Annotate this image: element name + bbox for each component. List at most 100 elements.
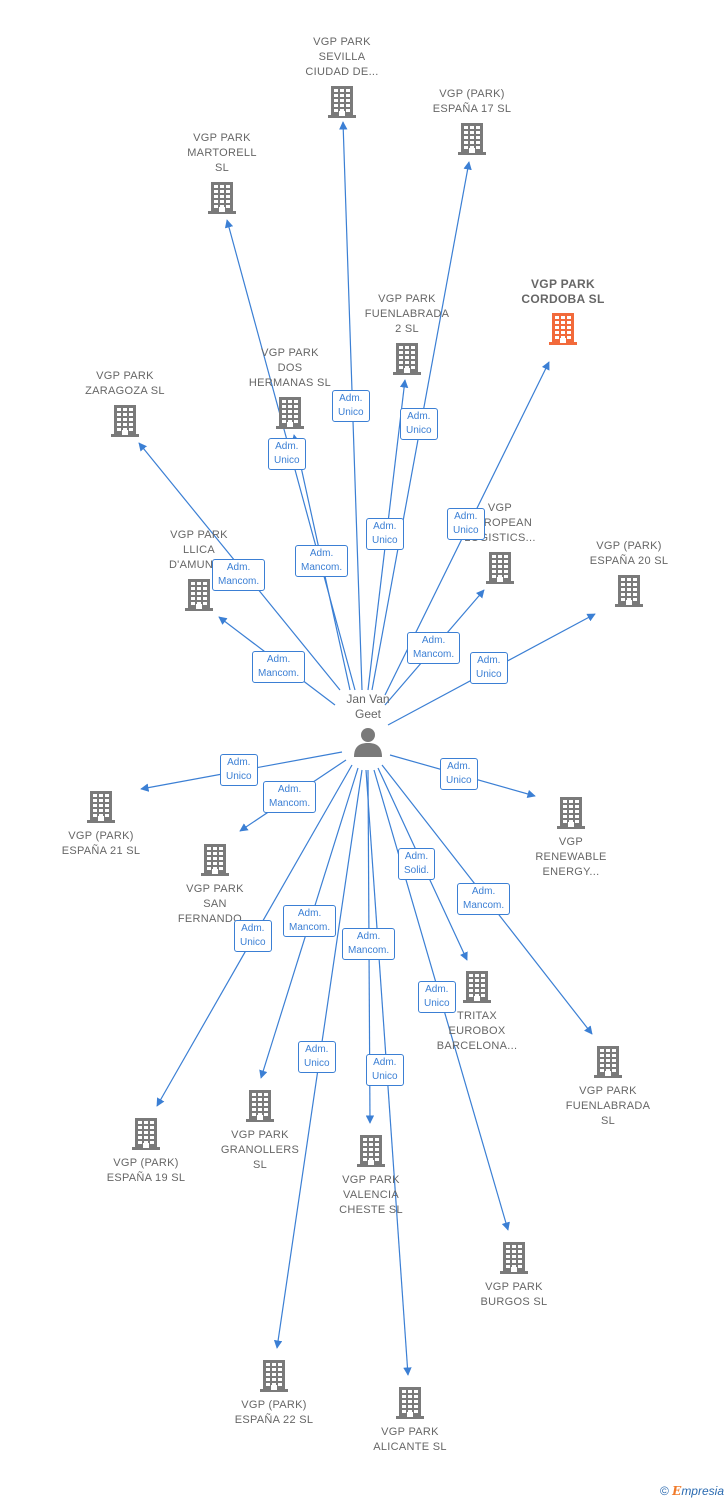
role-label-esp21[interactable]: Adm.Unico — [220, 754, 258, 786]
role-label-sevilla[interactable]: Adm.Unico — [332, 390, 370, 422]
role-label-line: Adm. — [404, 851, 429, 862]
role-label-esp22[interactable]: Adm. Unico — [298, 1041, 336, 1073]
company-name: VGP (PARK) ESPAÑA 17 SL — [407, 87, 537, 117]
role-label-sanfernando[interactable]: Adm. Mancom. — [263, 781, 317, 813]
company-name: VGP (PARK)ESPAÑA 22 SL — [209, 1398, 339, 1428]
role-label-line: Adm. — [425, 984, 449, 995]
building-icon — [185, 579, 213, 611]
company-name-line: VGP PARK — [378, 293, 436, 305]
role-label-line: Adm. — [421, 635, 446, 646]
company-name: VGP (PARK)ESPAÑA 21 SL — [36, 829, 166, 859]
role-label-line: Unico — [453, 525, 479, 536]
company-name: VGP (PARK)ESPAÑA 20 SL — [564, 539, 694, 569]
building-icon — [615, 575, 643, 607]
company-node-esp17[interactable]: VGP (PARK) ESPAÑA 17 SL — [407, 87, 537, 155]
role-label-granollers[interactable]: Adm.Mancom. — [283, 905, 337, 937]
role-label-line: Solid. — [404, 865, 430, 876]
company-name-line: VGP (PARK) — [68, 830, 134, 842]
company-name-line: VGP (PARK) — [113, 1157, 179, 1169]
role-label-fuenlabrada2[interactable]: Adm.Unico — [366, 518, 404, 550]
role-label-line: Unico — [240, 937, 266, 948]
person-name-line2: Geet — [354, 707, 381, 721]
company-name-line: SL — [600, 1115, 616, 1127]
role-label-line: Adm. — [305, 1044, 329, 1055]
building-icon — [357, 1135, 385, 1167]
role-label-dos[interactable]: Adm.Unico — [268, 438, 306, 470]
building-icon — [486, 552, 514, 584]
company-node-esp21[interactable]: VGP (PARK)ESPAÑA 21 SL — [36, 789, 166, 859]
company-name-line: FERNANDO... — [177, 913, 253, 925]
role-label-esp19[interactable]: Adm. Unico — [234, 920, 272, 952]
role-label-line: Adm. — [407, 411, 431, 422]
company-name-line: CHESTE SL — [339, 1204, 403, 1216]
role-label-martorell[interactable]: Adm.Mancom. — [295, 545, 349, 577]
role-label-tritax[interactable]: Adm. Solid. — [398, 848, 436, 880]
building-icon — [463, 971, 491, 1003]
person-node[interactable]: Jan Van Geet — [328, 692, 408, 758]
role-label-zaragoza[interactable]: Adm.Mancom. — [212, 559, 266, 591]
role-label-line: Mancom. — [269, 798, 311, 809]
company-name-line: VGP PARK — [186, 883, 244, 895]
copyright-symbol: © — [659, 1484, 669, 1498]
role-label-fuenlabrada[interactable]: Adm.Mancom. — [457, 883, 511, 915]
role-label-esp17[interactable]: Adm.Unico — [400, 408, 438, 440]
company-name-line: LLICA — [182, 544, 216, 556]
role-label-esp20[interactable]: Adm.Unico — [470, 652, 508, 684]
building-icon — [500, 1242, 528, 1274]
role-label-llica[interactable]: Adm.Mancom. — [252, 651, 306, 683]
role-label-valencia[interactable]: Adm.Mancom. — [342, 928, 396, 960]
role-label-line: Unico — [304, 1058, 330, 1069]
role-label-line: Adm. — [241, 923, 265, 934]
role-label-cordoba[interactable]: Adm.Unico — [447, 508, 485, 540]
role-label-burgos[interactable]: Adm. Unico — [418, 981, 456, 1013]
company-node-esp19[interactable]: VGP (PARK)ESPAÑA 19 SL — [81, 1116, 211, 1186]
role-label-renewable[interactable]: Adm.Unico — [440, 758, 478, 790]
building-icon — [246, 1090, 274, 1122]
role-label-line: Unico — [226, 771, 252, 782]
role-label-european[interactable]: Adm. Mancom. — [407, 632, 461, 664]
company-node-esp22[interactable]: VGP (PARK)ESPAÑA 22 SL — [209, 1358, 339, 1428]
role-label-line: Adm. — [275, 441, 299, 452]
role-label-line: Mancom. — [463, 900, 505, 911]
role-label-alicante[interactable]: Adm.Unico — [366, 1054, 404, 1086]
role-label-line: Mancom. — [413, 649, 455, 660]
company-name-line: VGP — [487, 502, 513, 514]
company-node-esp20[interactable]: VGP (PARK)ESPAÑA 20 SL — [564, 539, 694, 607]
company-name-line: VGP (PARK) — [439, 88, 505, 100]
role-label-line: Adm. — [277, 784, 302, 795]
role-label-line: Adm. — [356, 931, 381, 942]
empresia-logo[interactable]: © Empresia — [660, 1484, 724, 1498]
role-label-line: Unico — [424, 998, 450, 1009]
company-name-line: SEVILLA — [318, 51, 366, 63]
role-label-line: Mancom. — [218, 576, 260, 587]
company-name-line: CORDOBA SL — [521, 292, 605, 306]
role-label-line: Unico — [446, 775, 472, 786]
company-name-line: ESPAÑA 17 SL — [432, 103, 512, 115]
company-name-line: VGP PARK — [193, 132, 251, 144]
role-label-line: Adm. — [339, 393, 363, 404]
